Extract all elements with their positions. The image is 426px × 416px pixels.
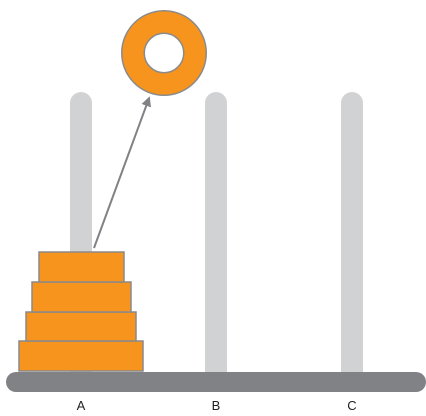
- disk-1: [38, 251, 125, 283]
- peg-label-b: B: [211, 398, 221, 413]
- ring-disk-fill: [122, 11, 206, 95]
- peg-c: [341, 92, 363, 382]
- disk-2: [31, 281, 132, 313]
- base-platform: [6, 372, 426, 392]
- arrow-up-right-icon: [93, 96, 151, 249]
- peg-label-a: A: [76, 398, 86, 413]
- disk-3: [25, 311, 137, 342]
- peg-label-c: C: [347, 398, 357, 413]
- disk-4: [18, 340, 144, 372]
- peg-b: [205, 92, 227, 382]
